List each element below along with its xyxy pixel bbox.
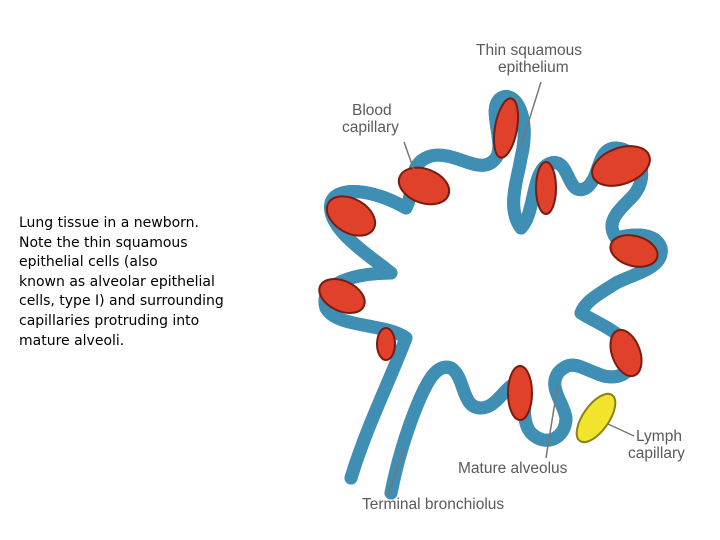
leader-lines xyxy=(387,81,635,497)
leader-line xyxy=(520,81,542,147)
blood-capillary xyxy=(609,234,659,268)
blood-capillary xyxy=(591,145,651,187)
alveolus-diagram: Thin squamous epithelium Blood capillary… xyxy=(296,38,706,520)
alveolus-illustration xyxy=(318,81,706,500)
lymph-capillary xyxy=(575,392,617,444)
blood-capillary xyxy=(609,328,643,378)
blood-capillary xyxy=(397,166,451,206)
leader-line xyxy=(607,423,635,437)
caption-line: cells, type I) and surrounding xyxy=(19,293,224,310)
blood-capillary xyxy=(492,97,520,159)
blood-capillary xyxy=(507,365,533,421)
caption-line: epithelial cells (also xyxy=(19,254,158,271)
blood-capillary xyxy=(318,278,366,314)
label-lymph-capillary: Lymph capillary xyxy=(628,428,685,462)
caption-line: Note the thin squamous xyxy=(19,234,188,251)
blood-capillary xyxy=(376,327,396,361)
caption-line: capillaries protruding into xyxy=(19,312,200,329)
caption-line: mature alveoli. xyxy=(19,332,125,349)
blood-capillary xyxy=(325,195,377,237)
blood-capillary xyxy=(535,161,557,215)
blood-capillaries xyxy=(318,97,659,421)
caption-line: Lung tissue in a newborn. xyxy=(19,215,200,231)
label-mature-alveolus: Mature alveolus xyxy=(458,460,568,477)
leader-line xyxy=(545,382,559,459)
leader-line xyxy=(387,447,405,497)
figure-caption: Lung tissue in a newborn. Note the thin … xyxy=(19,214,244,351)
label-thin-squamous-epithelium: Thin squamous epithelium xyxy=(476,42,582,76)
label-terminal-bronchiolus: Terminal bronchiolus xyxy=(362,496,505,513)
label-blood-capillary: Blood capillary xyxy=(342,102,399,136)
leader-line xyxy=(403,141,415,171)
caption-line: known as alveolar epithelial xyxy=(19,273,215,290)
